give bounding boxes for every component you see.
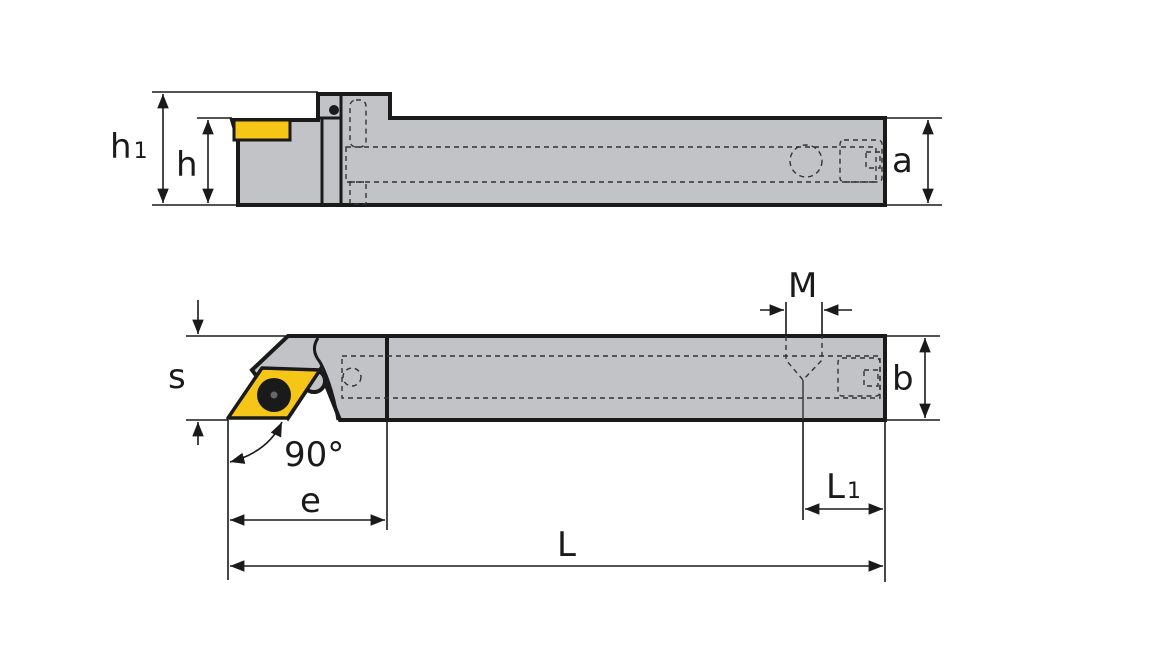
label-e: e bbox=[300, 481, 321, 521]
label-s: s bbox=[168, 357, 186, 397]
label-L: L bbox=[557, 525, 576, 565]
coolant-hole bbox=[789, 144, 823, 178]
top-view: s b M L1 e L 90° bbox=[168, 266, 940, 582]
insert-side bbox=[232, 118, 292, 142]
label-a: a bbox=[892, 141, 913, 181]
label-h: h bbox=[176, 145, 198, 185]
label-L1: L1 bbox=[826, 467, 861, 507]
angle-arc bbox=[229, 421, 283, 464]
shank-top bbox=[385, 334, 887, 422]
label-M: M bbox=[788, 266, 817, 306]
label-angle: 90° bbox=[284, 435, 344, 475]
screw-head-icon bbox=[329, 105, 339, 115]
label-h1: h1 bbox=[110, 127, 148, 167]
side-view: h1 h a bbox=[110, 91, 942, 207]
label-b: b bbox=[892, 359, 914, 399]
